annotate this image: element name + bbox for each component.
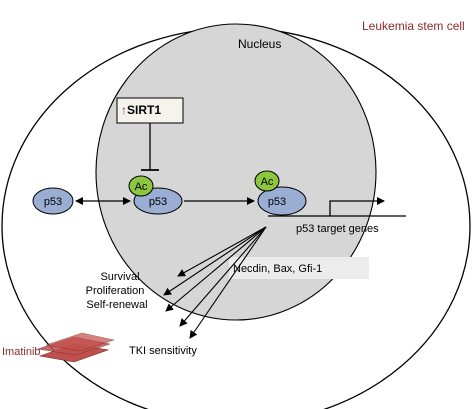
targets-box-label: Necdin, Bax, Gfi-1 (233, 263, 322, 275)
p53-cytoplasm-label: p53 (44, 196, 62, 208)
target-genes-label: p53 target genes (296, 223, 379, 235)
outcome-self-renewal: Self-renewal (86, 299, 147, 311)
sirt1-text: SIRT1 (127, 103, 161, 117)
sirt1-box (116, 97, 184, 124)
ac-label-1: Ac (135, 181, 148, 193)
tki-sensitivity-label: TKI sensitivity (129, 345, 197, 357)
outcome-proliferation: Proliferation (86, 285, 145, 297)
sirt1-up-arrow: ↑ (121, 103, 127, 117)
p53-cytoplasm-node (32, 187, 74, 215)
ac-label-2: Ac (261, 176, 274, 188)
fan-arrow-1 (177, 226, 267, 277)
outcome-survival: Survival (100, 271, 139, 283)
ac-badge-2 (254, 170, 280, 192)
imatinib-label: Imatinib (2, 346, 41, 358)
cell-label: Leukemia stem cell (362, 19, 465, 33)
fan-arrow-3 (165, 226, 267, 312)
pill-icon (37, 332, 116, 363)
promoter-arrow (329, 197, 385, 216)
fan-arrow-5 (189, 226, 267, 339)
targets-box (229, 257, 369, 279)
fan-arrow-4 (179, 226, 267, 327)
sirt1-label: ↑SIRT1 (121, 103, 161, 117)
p53-acetylated-label: p53 (149, 196, 167, 208)
p53-bound-node (257, 186, 307, 216)
fan-arrow-2 (163, 226, 267, 296)
nucleus-label: Nucleus (238, 37, 281, 51)
p53-bound-label: p53 (268, 196, 286, 208)
ac-badge-1 (128, 175, 154, 197)
